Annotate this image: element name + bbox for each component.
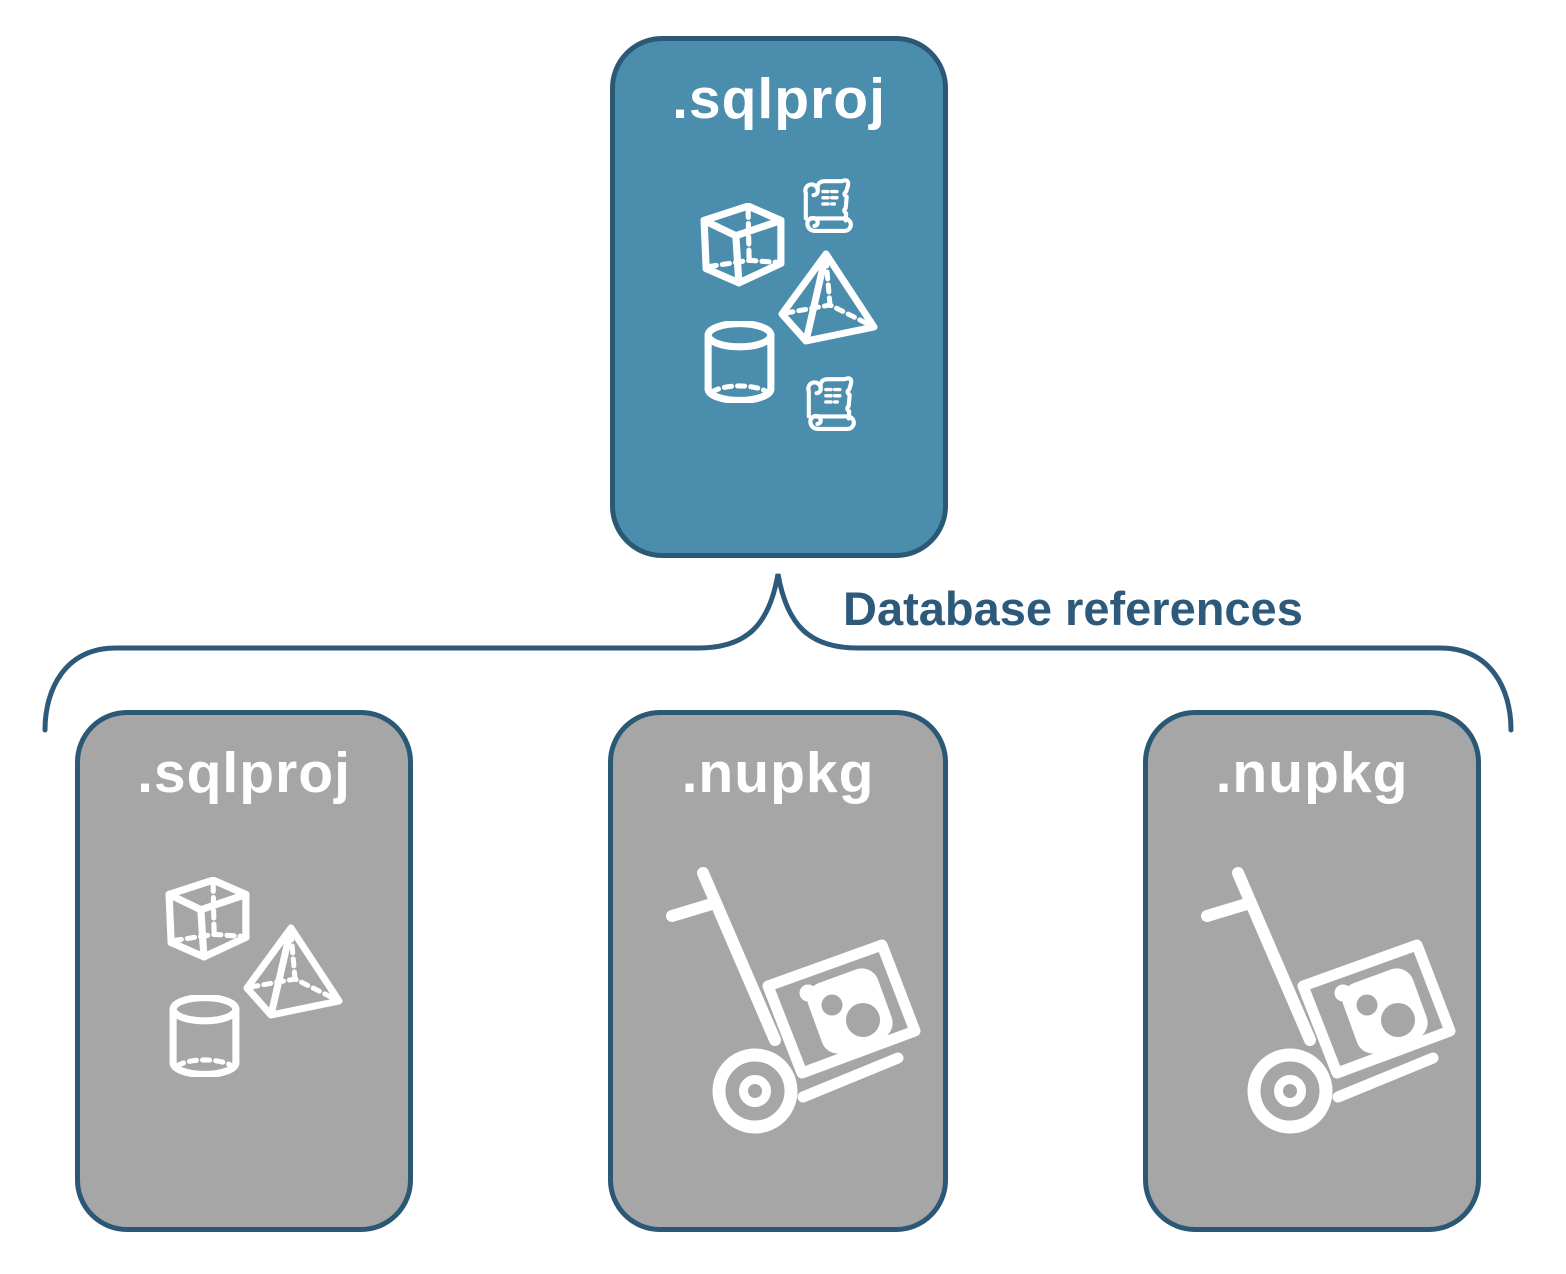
child-card-title: .sqlproj [137, 741, 351, 805]
sql-object-icons [80, 715, 408, 1227]
pyramid-icon [243, 923, 343, 1019]
child-sqlproj-card: .sqlproj [75, 710, 413, 1232]
root-card-title: .sqlproj [672, 67, 886, 131]
child-nupkg-card: .nupkg [608, 710, 948, 1232]
script-scroll-icon [797, 177, 855, 233]
connector-label: Database references [843, 582, 1303, 635]
sql-object-icons [615, 41, 943, 553]
database-cylinder-icon [704, 321, 775, 403]
pyramid-icon [778, 249, 878, 345]
child-card-title: .nupkg [1215, 741, 1409, 805]
script-scroll-icon [800, 375, 858, 431]
nuget-hand-truck-icon [1188, 853, 1460, 1155]
cube-icon [165, 877, 251, 961]
database-cylinder-icon [169, 995, 240, 1077]
nuget-hand-truck-icon [653, 853, 925, 1155]
child-nupkg-card: .nupkg [1143, 710, 1481, 1232]
cube-icon [700, 203, 786, 287]
child-card-title: .nupkg [681, 741, 875, 805]
root-sqlproj-card: .sqlproj [610, 36, 948, 558]
